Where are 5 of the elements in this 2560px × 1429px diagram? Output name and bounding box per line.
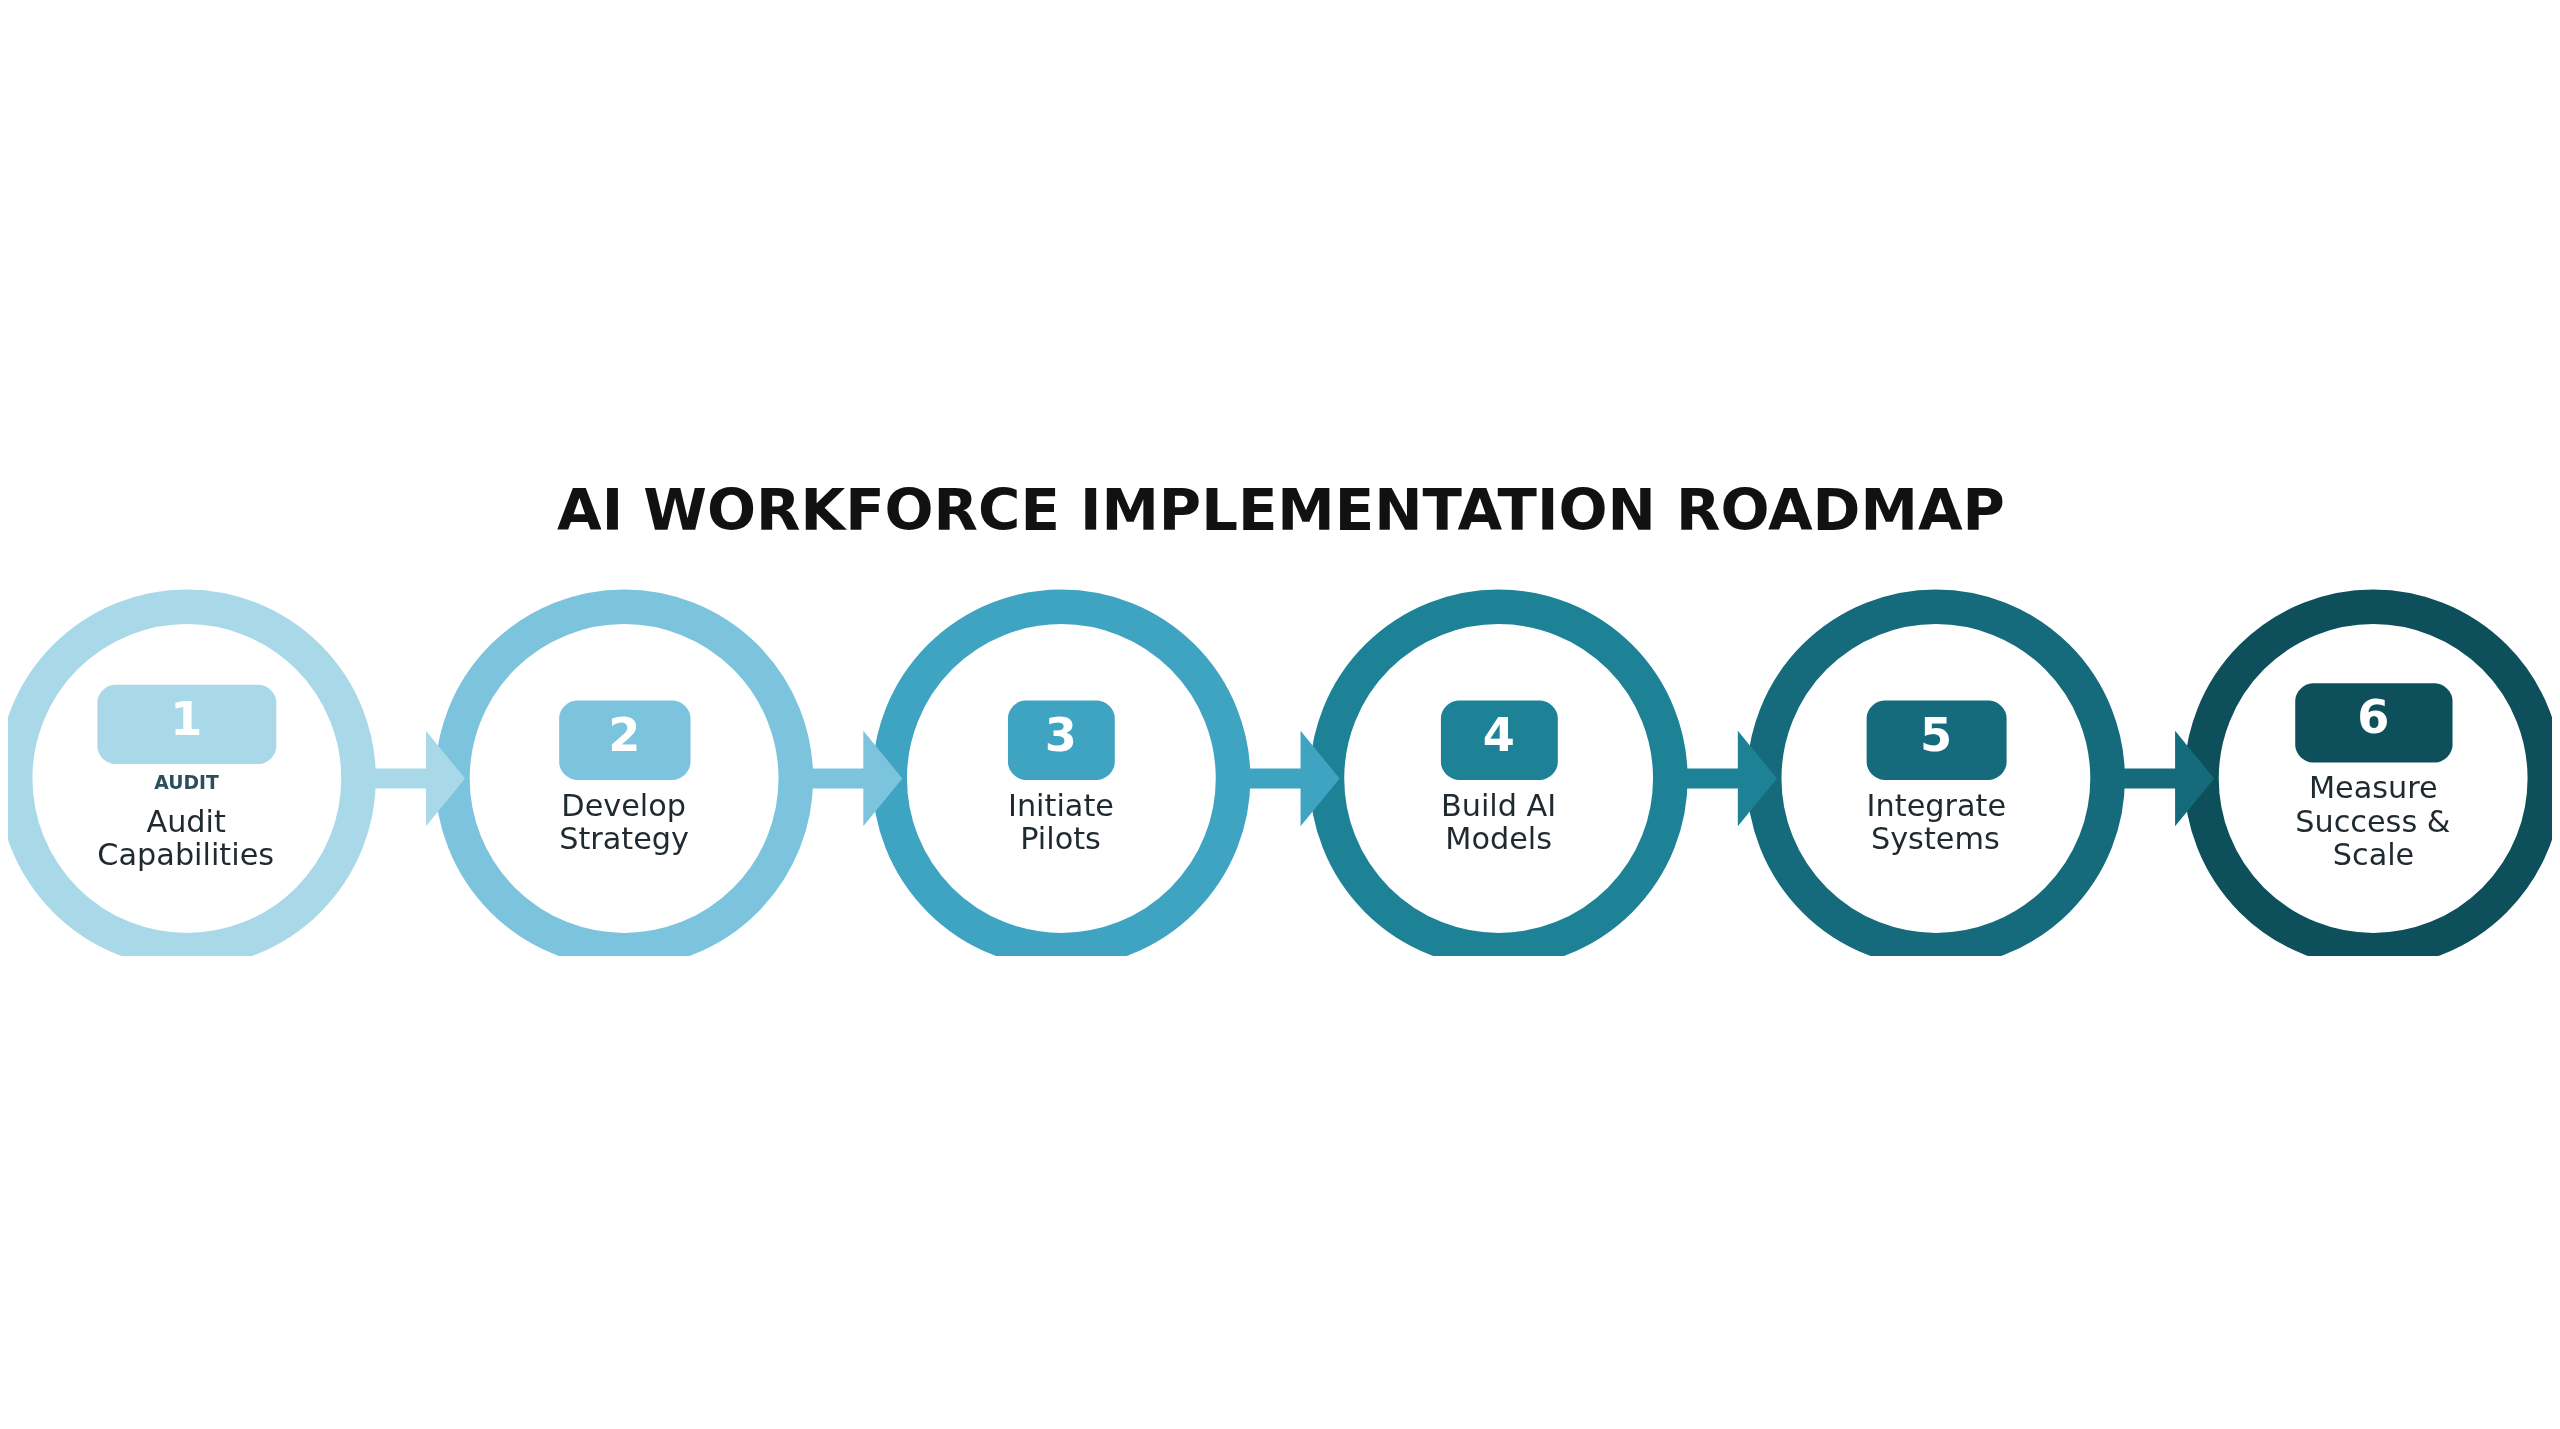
node-circle: 3 Initiate Pilots (872, 588, 1251, 956)
node-circle: 2 Develop Strategy (435, 588, 814, 956)
node-circle: 1 AUDIT Audit Capabilities (8, 588, 376, 956)
node-circle: 6 Measure Success & Scale (2184, 588, 2552, 956)
diagram-title: AI WORKFORCE IMPLEMENTATION ROADMAP (557, 475, 2005, 544)
